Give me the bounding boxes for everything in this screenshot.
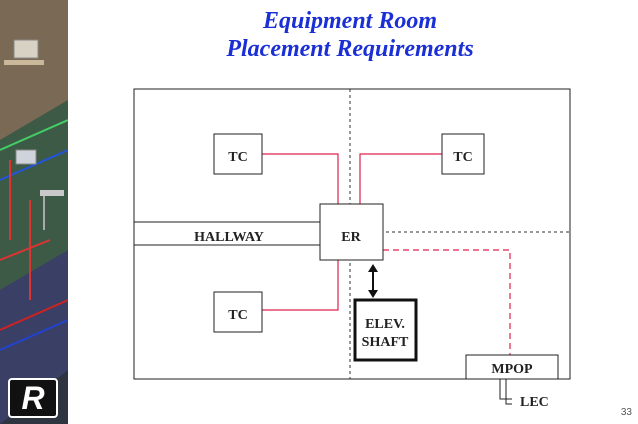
page-title-line2: Placement Requirements — [226, 36, 474, 62]
hallway-label: HALLWAY — [194, 230, 264, 245]
tc-box-top-left — [213, 133, 263, 175]
lec-line-1 — [499, 379, 512, 400]
office-illustration — [0, 0, 68, 424]
elevator-label-line1: ELEV. — [365, 317, 405, 332]
tc-label-bottom-left: TC — [228, 308, 247, 323]
er-box — [319, 203, 384, 261]
er-label: ER — [341, 230, 361, 245]
company-logo: R — [8, 378, 58, 418]
elevator-shaft-box — [353, 298, 418, 362]
tc-box-top-right — [441, 133, 485, 175]
lec-label: LEC — [520, 395, 549, 410]
arrow-head-up — [368, 264, 378, 272]
tc-box-bottom-left — [213, 291, 263, 333]
mpop-box — [465, 354, 559, 380]
elevator-label-line2: SHAFT — [362, 335, 409, 350]
cable-tc-top-left — [262, 153, 339, 204]
mpop-label: MPOP — [491, 362, 533, 377]
tc-label-top-right: TC — [453, 150, 472, 165]
decorative-side-image — [0, 0, 68, 424]
tc-label-top-left: TC — [228, 150, 247, 165]
cable-tc-bottom-left — [262, 260, 339, 311]
page-number: 33 — [620, 407, 632, 418]
lec-line-2 — [505, 379, 512, 405]
cable-er-to-mpop — [383, 249, 511, 355]
arrow-head-down — [368, 290, 378, 298]
cable-tc-top-right — [359, 153, 442, 204]
page-title-line1: Equipment Room — [262, 8, 438, 34]
